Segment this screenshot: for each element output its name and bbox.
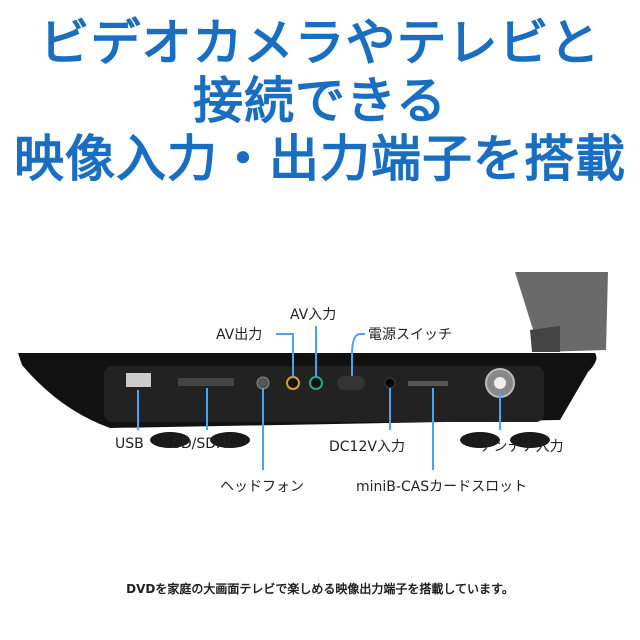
label-sd: SD/SDHC: [172, 436, 237, 452]
av-out-jack: [286, 376, 300, 390]
label-av-in: AV入力: [290, 307, 337, 323]
headline-line-2: 接続できる: [193, 72, 447, 130]
label-dc: DC12V入力: [329, 439, 405, 455]
power-switch: [337, 376, 365, 390]
headphone-jack: [256, 376, 270, 390]
sd-slot: [178, 378, 234, 386]
headline-line-1: ビデオカメラやテレビと: [39, 14, 601, 72]
label-av-out: AV出力: [216, 327, 263, 343]
bcas-slot: [408, 381, 448, 386]
av-in-jack: [309, 376, 323, 390]
usb-port: [126, 373, 151, 387]
callout-lines: [137, 326, 501, 470]
dc-jack: [384, 377, 396, 389]
headline-line-3: 映像入力・出力端子を搭載: [14, 130, 626, 188]
caption: DVDを家庭の大画面テレビで楽しめる映像出力端子を搭載しています。: [126, 582, 514, 596]
label-power: 電源スイッチ: [368, 327, 452, 343]
label-usb: USB: [115, 436, 144, 452]
label-bcas: miniB-CASカードスロット: [356, 479, 528, 495]
label-headphone: ヘッドフォン: [220, 479, 304, 495]
device-screen: [515, 272, 608, 352]
label-antenna: アンテナ入力: [480, 439, 564, 455]
